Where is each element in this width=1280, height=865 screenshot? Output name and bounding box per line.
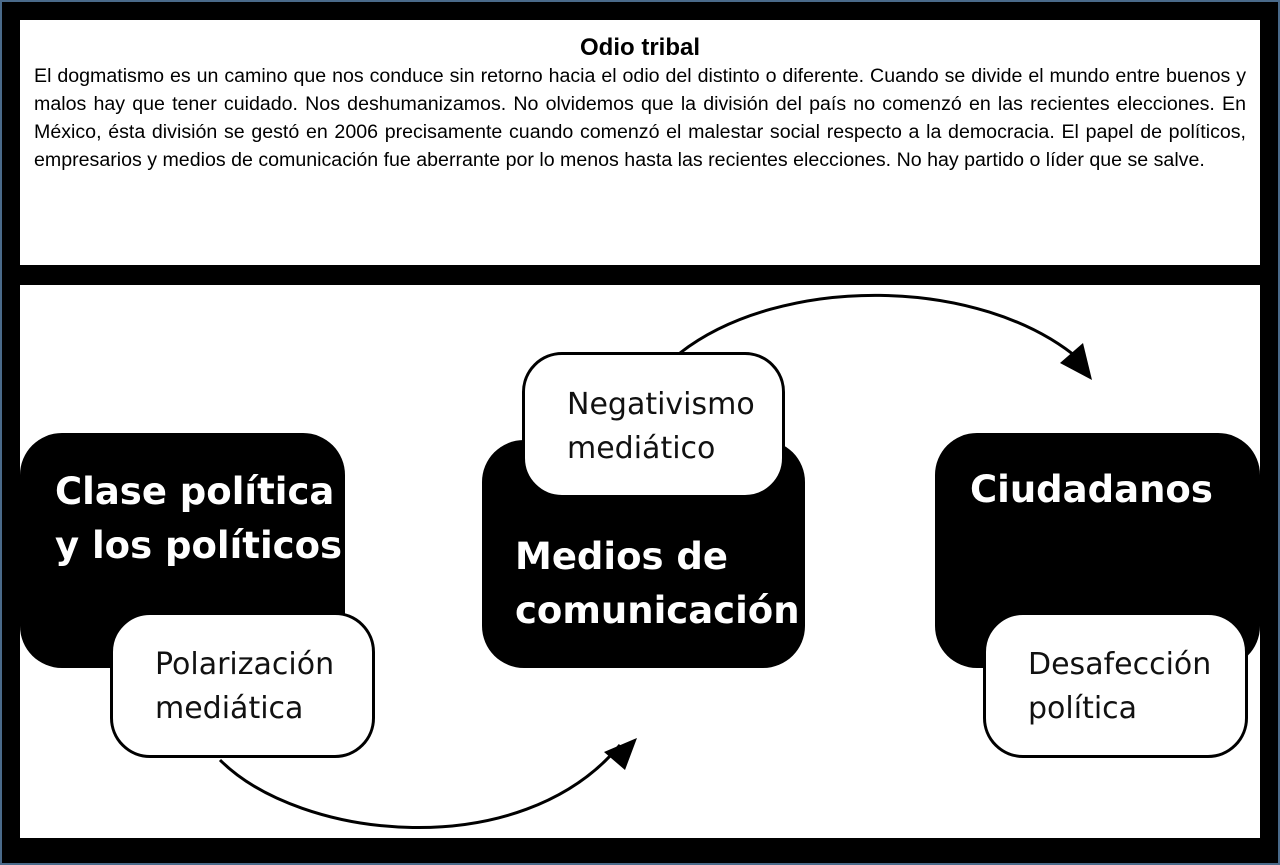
arrow-medios-to-ciudadanos	[679, 293, 1081, 362]
node-negativismo: Negativismo mediático	[522, 352, 785, 498]
node-label: Medios de comunicación	[515, 535, 800, 632]
text-panel: Odio tribal El dogmatismo es un camino q…	[20, 20, 1260, 265]
node-label: Ciudadanos	[970, 468, 1213, 511]
arrowhead-bottom	[604, 738, 637, 770]
node-desafeccion: Desafección política	[983, 612, 1248, 758]
node-sublabel: Negativismo mediático	[567, 387, 755, 466]
node-sublabel: Polarización mediática	[155, 647, 335, 726]
arrow-politicos-to-medios	[218, 744, 622, 830]
arrows	[218, 293, 1092, 830]
paragraph: El dogmatismo es un camino que nos condu…	[34, 65, 1246, 171]
diagram-panel: Clase política y los políticos Polarizac…	[20, 285, 1260, 838]
node-polarizacion: Polarización mediática	[110, 612, 375, 758]
node-sublabel: Desafección política	[1028, 647, 1212, 726]
arrowhead-top	[1060, 343, 1092, 380]
node-label: Clase política y los políticos	[55, 470, 343, 567]
page-title: Odio tribal	[580, 34, 700, 61]
